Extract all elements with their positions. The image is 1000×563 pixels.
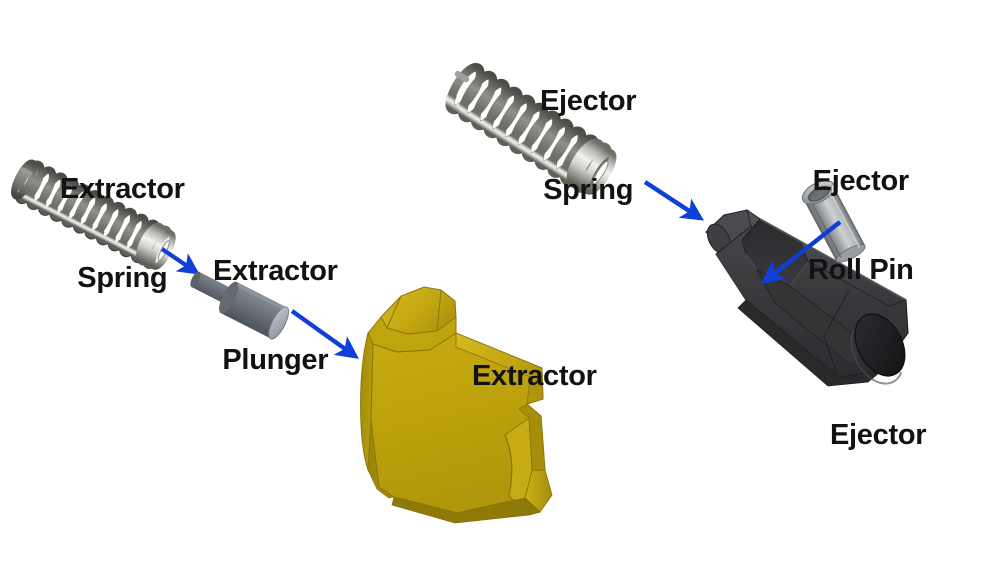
label-ejector-spring-line2: Spring (543, 173, 634, 206)
part-extractor-plunger (190, 271, 290, 340)
label-ejector-spring: Ejector Spring (540, 28, 637, 265)
part-ejector-roll-pin (801, 180, 866, 263)
label-ejector-spring-line1: Ejector (540, 85, 637, 118)
label-extractor-spring-line2: Spring (77, 261, 168, 294)
label-extractor-plunger-line1: Extractor (213, 255, 338, 288)
label-extractor-line1: Extractor (472, 360, 597, 393)
arrow-rollpin-to-ejector (761, 220, 842, 284)
arrow-spring-to-plunger (160, 247, 200, 275)
label-ejector-roll-pin-line1: Ejector (812, 165, 910, 198)
part-ejector-spring (445, 62, 617, 195)
label-ejector: Ejector (830, 362, 927, 510)
label-ejector-roll-pin: Ejector Roll Pin (808, 108, 914, 345)
arrow-ejector-spring-to-ejector (643, 180, 705, 221)
label-extractor-plunger: Extractor Plunger (213, 198, 338, 435)
label-extractor: Extractor (472, 303, 597, 451)
arrow-plunger-to-extractor (290, 309, 359, 359)
label-extractor-spring-line1: Extractor (60, 173, 185, 206)
label-extractor-plunger-line2: Plunger (222, 343, 329, 376)
part-extractor (360, 286, 553, 524)
label-ejector-roll-pin-line2: Roll Pin (808, 253, 914, 286)
part-extractor-spring (11, 159, 176, 270)
label-ejector-line1: Ejector (830, 419, 927, 452)
label-extractor-spring: Extractor Spring (60, 116, 185, 353)
part-ejector (705, 208, 909, 387)
